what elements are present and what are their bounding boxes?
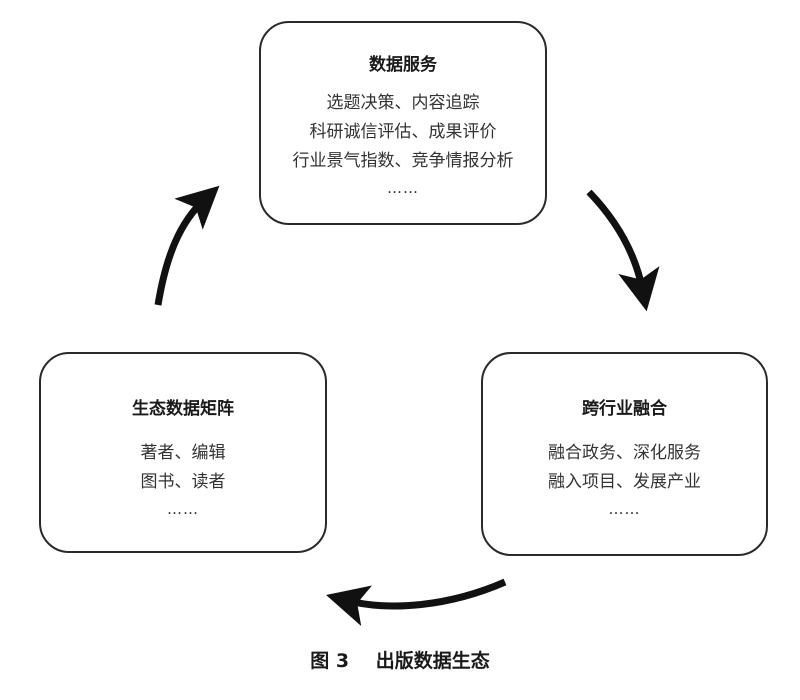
arrow-data-services-to-cross-industry <box>586 189 660 312</box>
node-line: 选题决策、内容追踪 <box>326 93 480 113</box>
node-data-services: 数据服务 选题决策、内容追踪 科研诚信评估、成果评价 行业景气指数、竞争情报分析… <box>259 21 547 225</box>
node-line: 融合政务、深化服务 <box>548 443 701 463</box>
figure-caption: 图 3 出版数据生态 <box>0 646 800 673</box>
arrow-cross-industry-to-ecosystem-matrix <box>326 578 507 627</box>
node-ellipsis: …… <box>387 179 419 197</box>
node-line: 图书、读者 <box>140 472 226 492</box>
node-line: 融入项目、发展产业 <box>548 472 701 492</box>
node-cross-industry: 跨行业融合 融合政务、深化服务 融入项目、发展产业 …… <box>481 352 768 556</box>
figure-label: 图 3 <box>310 650 350 672</box>
node-ecosystem-matrix: 生态数据矩阵 著者、编辑 图书、读者 …… <box>39 352 327 553</box>
node-ellipsis: …… <box>167 500 199 518</box>
node-ellipsis: …… <box>608 500 641 518</box>
node-line: 著者、编辑 <box>140 443 226 463</box>
node-line: 科研诚信评估、成果评价 <box>309 122 497 142</box>
node-title: 数据服务 <box>369 55 437 75</box>
node-title: 跨行业融合 <box>582 399 667 419</box>
node-title: 生态数据矩阵 <box>132 399 234 419</box>
node-line: 行业景气指数、竞争情报分析 <box>292 151 514 171</box>
figure-title: 出版数据生态 <box>375 650 490 672</box>
arrow-ecosystem-matrix-to-data-services <box>154 185 220 306</box>
